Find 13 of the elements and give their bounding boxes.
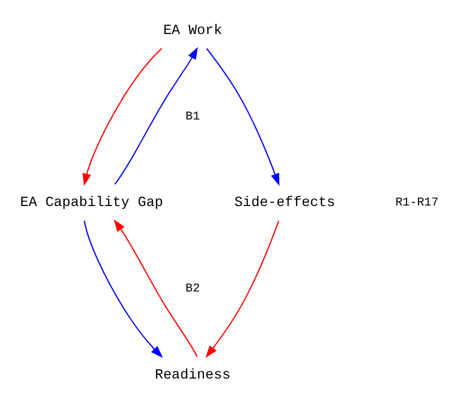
label: B1 [185,110,200,124]
arrow [114,46,198,185]
node-text: EA Capability Gap [20,195,163,212]
arrow [113,219,198,357]
arrow [206,48,279,186]
node-text: Side-effects [234,195,335,212]
label: B2 [185,282,200,296]
arrow [83,220,162,358]
node-text: EA Work [162,23,222,40]
node-text: Readiness [154,367,230,384]
label: R1-R17 [394,196,438,210]
arrow [82,48,162,186]
arrow [205,220,279,358]
